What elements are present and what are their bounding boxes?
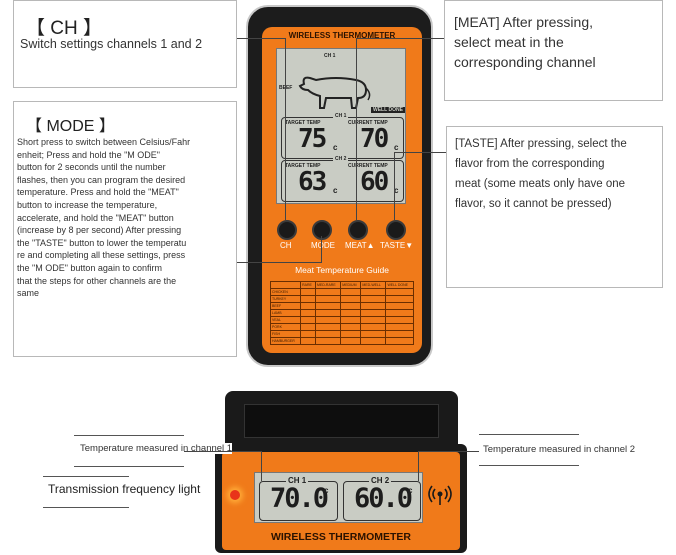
lcd-target-value-1: 75 <box>298 124 327 154</box>
taste-leader-h <box>394 152 446 153</box>
bottom-lcd-unit1: c <box>324 486 329 495</box>
callout-freq-text: Transmission frequency light <box>48 482 201 496</box>
callout-ch2-leader-v <box>418 451 419 481</box>
meat-callout-box <box>444 0 663 101</box>
callout-ch2-text: Temperature measured in channel 2 <box>483 444 636 455</box>
ch-button-label: CH <box>280 241 292 250</box>
mode-callout-box <box>13 101 237 357</box>
callout-ch2-leader-h <box>418 451 479 452</box>
lcd-well-done: WELL DONE <box>371 107 405 113</box>
meat-callout-text: [MEAT] After pressing, select meat in th… <box>454 14 596 70</box>
meat-leader-h <box>356 38 444 39</box>
lcd-ch1-label: CH 1 <box>333 113 349 119</box>
meat-button[interactable] <box>348 220 368 240</box>
ch-button[interactable] <box>277 220 297 240</box>
ch-leader-v <box>285 38 286 220</box>
bottom-lcd-unit2: c <box>408 486 413 495</box>
taste-button-label: TASTE▼ <box>380 241 414 250</box>
lcd-unit-1a: c <box>333 143 338 152</box>
lcd-current-temp-2: CURRENT TEMP <box>348 163 388 169</box>
callout-ch1-bracket <box>74 435 184 467</box>
lcd-ch2-label: CH 2 <box>333 156 349 162</box>
lcd-target-value-2: 63 <box>298 167 327 197</box>
callout-ch2-bracket <box>479 434 579 466</box>
taste-callout-text: [TASTE] After pressing, select the flavo… <box>455 138 627 210</box>
wireless-signal-icon <box>428 485 452 505</box>
callout-ch1-text: Temperature measured in channel 1 <box>80 443 233 454</box>
mode-callout-title: 【 MODE 】 <box>26 118 115 135</box>
taste-leader-v <box>394 152 395 220</box>
lcd-unit-2a: c <box>333 186 338 195</box>
meat-button-label: MEAT▲ <box>345 241 375 250</box>
callout-ch1-leader-v <box>261 451 262 481</box>
mode-button[interactable] <box>312 220 332 240</box>
mode-leader-v <box>321 236 322 263</box>
lcd-ch1-top: CH 1 <box>324 53 336 59</box>
lcd-unit-2b: c <box>394 186 399 195</box>
lcd-unit-1b: c <box>394 143 399 152</box>
lcd-target-temp-1: TARGET TEMP <box>285 120 321 126</box>
mode-callout-text: Short press to switch between Celsius/Fa… <box>17 137 191 299</box>
lcd-target-temp-2: TARGET TEMP <box>285 163 321 169</box>
callout-ch1-leader-h <box>184 451 262 452</box>
ch-leader-h <box>237 38 285 39</box>
taste-button[interactable] <box>386 220 406 240</box>
bottom-device-stand-slot <box>244 404 439 438</box>
ch-callout-title: 【 CH 】 <box>26 18 103 39</box>
ch-callout-box <box>13 0 237 88</box>
lcd-current-temp-1: CURRENT TEMP <box>348 120 388 126</box>
bottom-lcd-temp2: 60.0 <box>354 483 413 514</box>
top-device-brand: WIRELESS THERMOMETER <box>288 31 396 40</box>
lcd-current-value-1: 70 <box>360 124 389 154</box>
transmission-light-icon <box>230 490 240 500</box>
lcd-current-value-2: 60 <box>360 167 389 197</box>
bottom-lcd-ch1-label: CH 1 <box>286 476 309 485</box>
meat-guide-title: Meat Temperature Guide <box>295 265 389 275</box>
ch-callout-text: Switch settings channels 1 and 2 <box>20 37 203 51</box>
top-lcd-screen <box>276 48 406 204</box>
bottom-device-brand: WIRELESS THERMOMETER <box>270 531 411 543</box>
taste-callout-box <box>446 126 663 288</box>
bottom-lcd-temp1: 70.0 <box>270 483 329 514</box>
bottom-lcd-ch2-label: CH 2 <box>369 476 392 485</box>
meat-leader-v <box>356 38 357 220</box>
cow-icon <box>298 76 371 109</box>
mode-leader-h <box>237 262 322 263</box>
mode-button-label: MODE <box>311 241 335 250</box>
bottom-lcd-screen <box>254 472 423 523</box>
callout-freq-bracket <box>43 476 129 508</box>
